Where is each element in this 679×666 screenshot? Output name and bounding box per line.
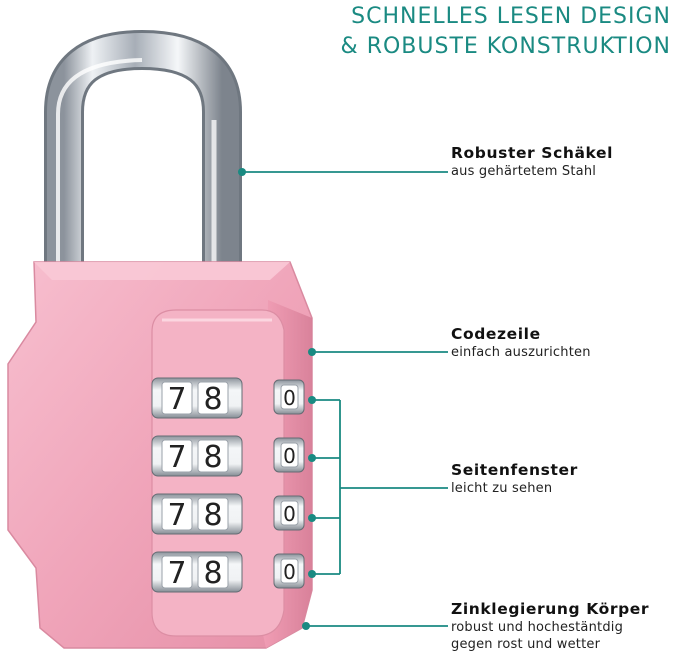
feature-title: Seitenfenster [451, 461, 578, 479]
dial-digit: 8 [203, 556, 222, 591]
dial-digit: 8 [203, 498, 222, 533]
dial-digit: 8 [203, 440, 222, 475]
feature-title: Zinklegierung Körper [451, 600, 650, 618]
dial-digit: 7 [167, 440, 186, 475]
dial-digit: 8 [203, 382, 222, 417]
side-window-digit: 0 [283, 560, 296, 584]
headline: SCHNELLES LESEN DESIGN & ROBUSTE KONSTRU… [251, 2, 671, 62]
feature-description: robust und hochestäntdig [451, 620, 624, 635]
feature-description: leicht zu sehen [451, 481, 553, 496]
dial-digit: 7 [167, 556, 186, 591]
headline-line-1: SCHNELLES LESEN DESIGN [351, 4, 671, 29]
feature-description: aus gehärtetem Stahl [451, 164, 597, 179]
feature-code-row: Codezeile einfach auszurichten [451, 325, 676, 361]
side-window-digit: 0 [283, 502, 296, 526]
feature-side-windows: Seitenfenster leicht zu sehen [451, 461, 676, 497]
feature-title: Codezeile [451, 325, 541, 343]
feature-shackle: Robuster Schäkel aus gehärtetem Stahl [451, 144, 676, 180]
side-window-digit: 0 [283, 386, 296, 410]
dial-digit: 7 [167, 382, 186, 417]
side-window-digit: 0 [283, 444, 296, 468]
feature-description: gegen rost und wetter [451, 637, 601, 652]
feature-title: Robuster Schäkel [451, 144, 614, 162]
headline-line-2: & ROBUSTE KONSTRUKTION [340, 34, 671, 59]
feature-description: einfach auszurichten [451, 345, 591, 360]
feature-body: Zinklegierung Körper robust und hochestä… [451, 600, 676, 653]
dial-digit: 7 [167, 498, 186, 533]
